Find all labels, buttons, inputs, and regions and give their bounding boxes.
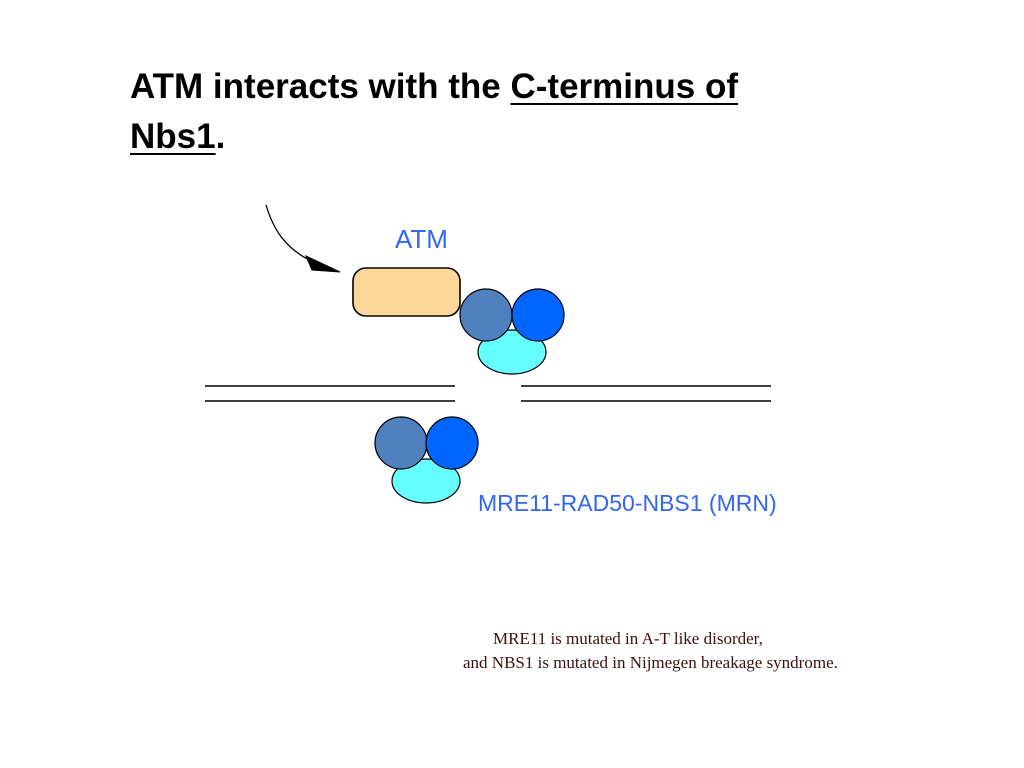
lower-rad50-circle (425, 416, 479, 470)
note-line-1: MRE11 is mutated in A-T like disorder, (493, 629, 763, 648)
title-period: . (215, 117, 226, 156)
title-part-1: ATM interacts with the (130, 67, 511, 106)
lower-mre11-circle (374, 416, 428, 470)
lower-nbs1-ellipse (391, 458, 461, 504)
slide-title: ATM interacts with the C-terminus of Nbs1… (130, 62, 890, 162)
title-underlined-1: C-terminus of (510, 67, 739, 106)
mrn-label: MRE11-RAD50-NBS1 (MRN) (478, 490, 777, 516)
upper-nbs1-ellipse (477, 329, 547, 375)
upper-mre11-circle (459, 288, 513, 342)
arrow-head-icon (305, 254, 341, 273)
curved-arrow (265, 204, 319, 265)
atm-box (352, 267, 461, 317)
atm-label: ATM (395, 224, 448, 254)
note-line-2: and NBS1 is mutated in Nijmegen breakage… (463, 653, 838, 672)
upper-rad50-circle (511, 288, 565, 342)
title-underlined-2: Nbs1 (130, 117, 216, 156)
